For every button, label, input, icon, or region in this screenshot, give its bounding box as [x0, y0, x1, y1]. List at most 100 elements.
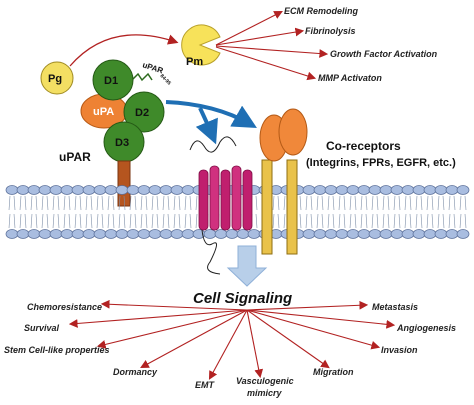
lipid-tail	[426, 213, 429, 229]
pm-shape	[181, 24, 221, 66]
lipid-tail	[299, 213, 302, 229]
lipid-tail	[332, 195, 335, 211]
lipid-tail	[310, 213, 313, 229]
lipid-tail	[8, 195, 11, 211]
lipid-tail	[349, 195, 352, 211]
lipid-head	[324, 229, 338, 239]
lipid-head	[456, 229, 470, 239]
lipid-tail	[255, 213, 258, 229]
lipid-head	[401, 229, 415, 239]
lipid-tail	[167, 195, 170, 211]
lipid-tail	[173, 213, 176, 229]
lipid-tail	[404, 213, 407, 229]
lipid-tail	[140, 195, 143, 211]
lipid-tail	[13, 195, 16, 211]
pg-circle	[40, 61, 74, 95]
lipid-head	[335, 185, 349, 195]
lipid-tail	[123, 213, 126, 229]
lipid-head	[126, 229, 140, 239]
lipid-tail	[74, 213, 77, 229]
signal-down-arrow	[226, 245, 268, 287]
lipid-tail	[118, 213, 121, 229]
cell-signaling-title: Cell Signaling	[193, 290, 292, 307]
lipid-tail	[354, 213, 357, 229]
lipid-tail	[321, 213, 324, 229]
d2-label: D2	[135, 107, 149, 119]
lipid-tail	[79, 195, 82, 211]
coreceptors-title: Co-receptors	[326, 139, 401, 153]
lipid-tail	[134, 213, 137, 229]
lipid-head	[159, 185, 173, 195]
lipid-tail	[404, 195, 407, 211]
signaling-arrows	[68, 299, 396, 380]
lipid-tail	[365, 213, 368, 229]
lipid-tail	[398, 195, 401, 211]
lipid-tail	[277, 213, 280, 229]
lipid-tail	[41, 195, 44, 211]
lipid-head	[159, 229, 173, 239]
lipid-tail	[107, 213, 110, 229]
lipid-head	[71, 229, 85, 239]
lipid-head	[236, 229, 250, 239]
lipid-tail	[52, 213, 55, 229]
lipid-head	[423, 185, 437, 195]
lipid-tail	[371, 195, 374, 211]
lipid-tail	[85, 195, 88, 211]
lipid-head	[313, 229, 327, 239]
lipid-tail	[426, 195, 429, 211]
lipid-head	[93, 185, 107, 195]
lipid-tail	[371, 213, 374, 229]
outcome-emt: EMT	[195, 380, 216, 390]
outcome-survival: Survival	[24, 323, 60, 333]
lipid-tail	[189, 195, 192, 211]
lipid-tail	[63, 195, 66, 211]
lipid-tail	[459, 213, 462, 229]
lipid-tail	[151, 213, 154, 229]
pm-arrow-growth	[215, 45, 329, 58]
lipid-tail	[134, 195, 137, 211]
lipid-head	[390, 185, 404, 195]
lipid-tail	[327, 213, 330, 229]
lipid-tail	[343, 195, 346, 211]
lipid-head	[170, 185, 184, 195]
lipid-tail	[173, 195, 176, 211]
lipid-tail	[68, 213, 71, 229]
lipid-head	[412, 229, 426, 239]
lipid-head	[38, 229, 52, 239]
lipid-head	[5, 185, 19, 195]
lipid-head	[181, 229, 195, 239]
outcome-mimicry: mimicry	[247, 388, 283, 398]
lipid-tail	[448, 213, 451, 229]
lipid-head	[82, 229, 96, 239]
lipid-tail	[354, 195, 357, 211]
lipid-tail	[162, 195, 165, 211]
lipid-tail	[167, 213, 170, 229]
lipid-tail	[409, 195, 412, 211]
d1-label: D1	[104, 75, 118, 87]
lipid-tail	[57, 195, 60, 211]
lipid-tail	[272, 213, 275, 229]
lipid-tail	[442, 213, 445, 229]
lipid-tail	[283, 195, 286, 211]
lipid-tail	[448, 195, 451, 211]
lipid-tail	[151, 195, 154, 211]
lipid-tail	[437, 213, 440, 229]
lipid-tail	[8, 213, 11, 229]
lipid-head	[346, 229, 360, 239]
lipid-tail	[382, 213, 385, 229]
lipid-tail	[305, 213, 308, 229]
lipid-tail	[387, 213, 390, 229]
lipid-tail	[140, 213, 143, 229]
upar-to-coreceptor-arrow	[165, 100, 257, 128]
lipid-tail	[332, 213, 335, 229]
lipid-tail	[398, 213, 401, 229]
lipid-head	[379, 185, 393, 195]
lipid-tail	[129, 213, 132, 229]
lipid-head	[203, 229, 217, 239]
lipid-tail	[415, 195, 418, 211]
lipid-tail	[35, 213, 38, 229]
lipid-head	[38, 185, 52, 195]
lipid-tail	[349, 213, 352, 229]
lipid-tail	[376, 213, 379, 229]
